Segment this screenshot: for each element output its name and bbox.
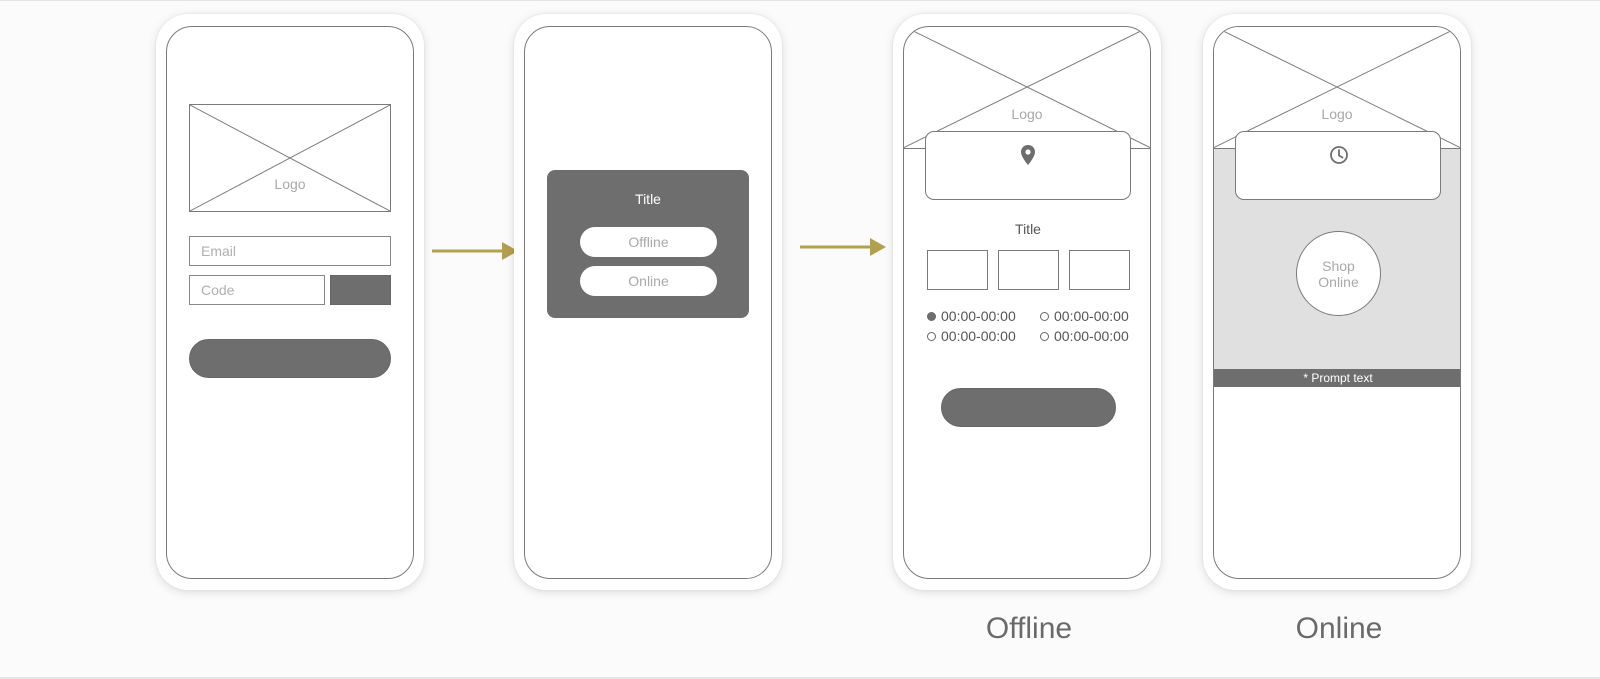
banner-placeholder-cross-icon bbox=[1214, 27, 1460, 148]
logo-placeholder-cross-icon bbox=[190, 105, 390, 211]
flow-arrow-1 bbox=[432, 242, 518, 260]
radio-icon bbox=[927, 331, 936, 341]
thumbnail-1[interactable] bbox=[927, 250, 988, 290]
store-card[interactable] bbox=[1235, 131, 1441, 200]
phone-mode-select: Title Offline Online bbox=[514, 14, 782, 590]
confirm-button[interactable] bbox=[941, 388, 1116, 427]
offline-option-button[interactable]: Offline bbox=[580, 227, 717, 257]
time-slot-label: 00:00-00:00 bbox=[941, 308, 1016, 324]
email-field[interactable]: Email bbox=[189, 236, 391, 266]
time-slot-1[interactable]: 00:00-00:00 bbox=[927, 308, 1016, 324]
top-border bbox=[0, 0, 1600, 1]
mode-select-screen: Title Offline Online bbox=[524, 26, 772, 579]
shop-online-label: Shop Online bbox=[1318, 257, 1359, 290]
send-code-button[interactable] bbox=[330, 275, 391, 305]
phone-login: Logo Email Code bbox=[156, 14, 424, 590]
online-caption: Online bbox=[1295, 612, 1383, 645]
thumbnail-3[interactable] bbox=[1069, 250, 1130, 290]
prompt-bar: * Prompt text bbox=[1214, 369, 1460, 387]
logo-placeholder: Logo bbox=[189, 104, 391, 212]
time-slot-label: 00:00-00:00 bbox=[1054, 308, 1129, 324]
offline-screen: Logo Title 00:00-00:00 00:00-00:00 00:00… bbox=[903, 26, 1151, 579]
code-field[interactable]: Code bbox=[189, 275, 325, 305]
modal-title: Title bbox=[635, 191, 661, 207]
thumbnail-2[interactable] bbox=[998, 250, 1059, 290]
logo-label: Logo bbox=[1011, 106, 1043, 122]
online-option-button[interactable]: Online bbox=[580, 266, 717, 296]
flow-arrow-2 bbox=[800, 238, 886, 256]
time-slot-2[interactable]: 00:00-00:00 bbox=[1040, 308, 1129, 324]
login-screen: Logo Email Code bbox=[166, 26, 414, 579]
shop-online-button[interactable]: Shop Online bbox=[1296, 231, 1381, 316]
section-title: Title bbox=[1015, 221, 1041, 237]
banner-placeholder: Logo bbox=[1214, 27, 1460, 149]
banner-placeholder-cross-icon bbox=[904, 27, 1150, 148]
logo-label: Logo bbox=[274, 176, 306, 192]
login-button[interactable] bbox=[189, 339, 391, 378]
phone-offline: Logo Title 00:00-00:00 00:00-00:00 00:00… bbox=[893, 14, 1161, 590]
radio-icon bbox=[1040, 311, 1049, 321]
time-slot-4[interactable]: 00:00-00:00 bbox=[1040, 328, 1129, 344]
time-slot-label: 00:00-00:00 bbox=[941, 328, 1016, 344]
logo-label: Logo bbox=[1321, 106, 1353, 122]
online-screen: Logo Shop Online * Prompt text bbox=[1213, 26, 1461, 579]
offline-caption: Offline bbox=[985, 612, 1073, 645]
mode-modal: Title Offline Online bbox=[547, 170, 749, 318]
location-pin-icon bbox=[1021, 145, 1035, 165]
time-slot-label: 00:00-00:00 bbox=[1054, 328, 1129, 344]
bottom-border bbox=[0, 677, 1600, 679]
radio-icon bbox=[1040, 331, 1049, 341]
store-card[interactable] bbox=[925, 131, 1131, 200]
radio-selected-icon bbox=[927, 311, 936, 321]
phone-online: Logo Shop Online * Prompt text bbox=[1203, 14, 1471, 590]
clock-icon bbox=[1330, 146, 1348, 164]
time-slot-3[interactable]: 00:00-00:00 bbox=[927, 328, 1016, 344]
